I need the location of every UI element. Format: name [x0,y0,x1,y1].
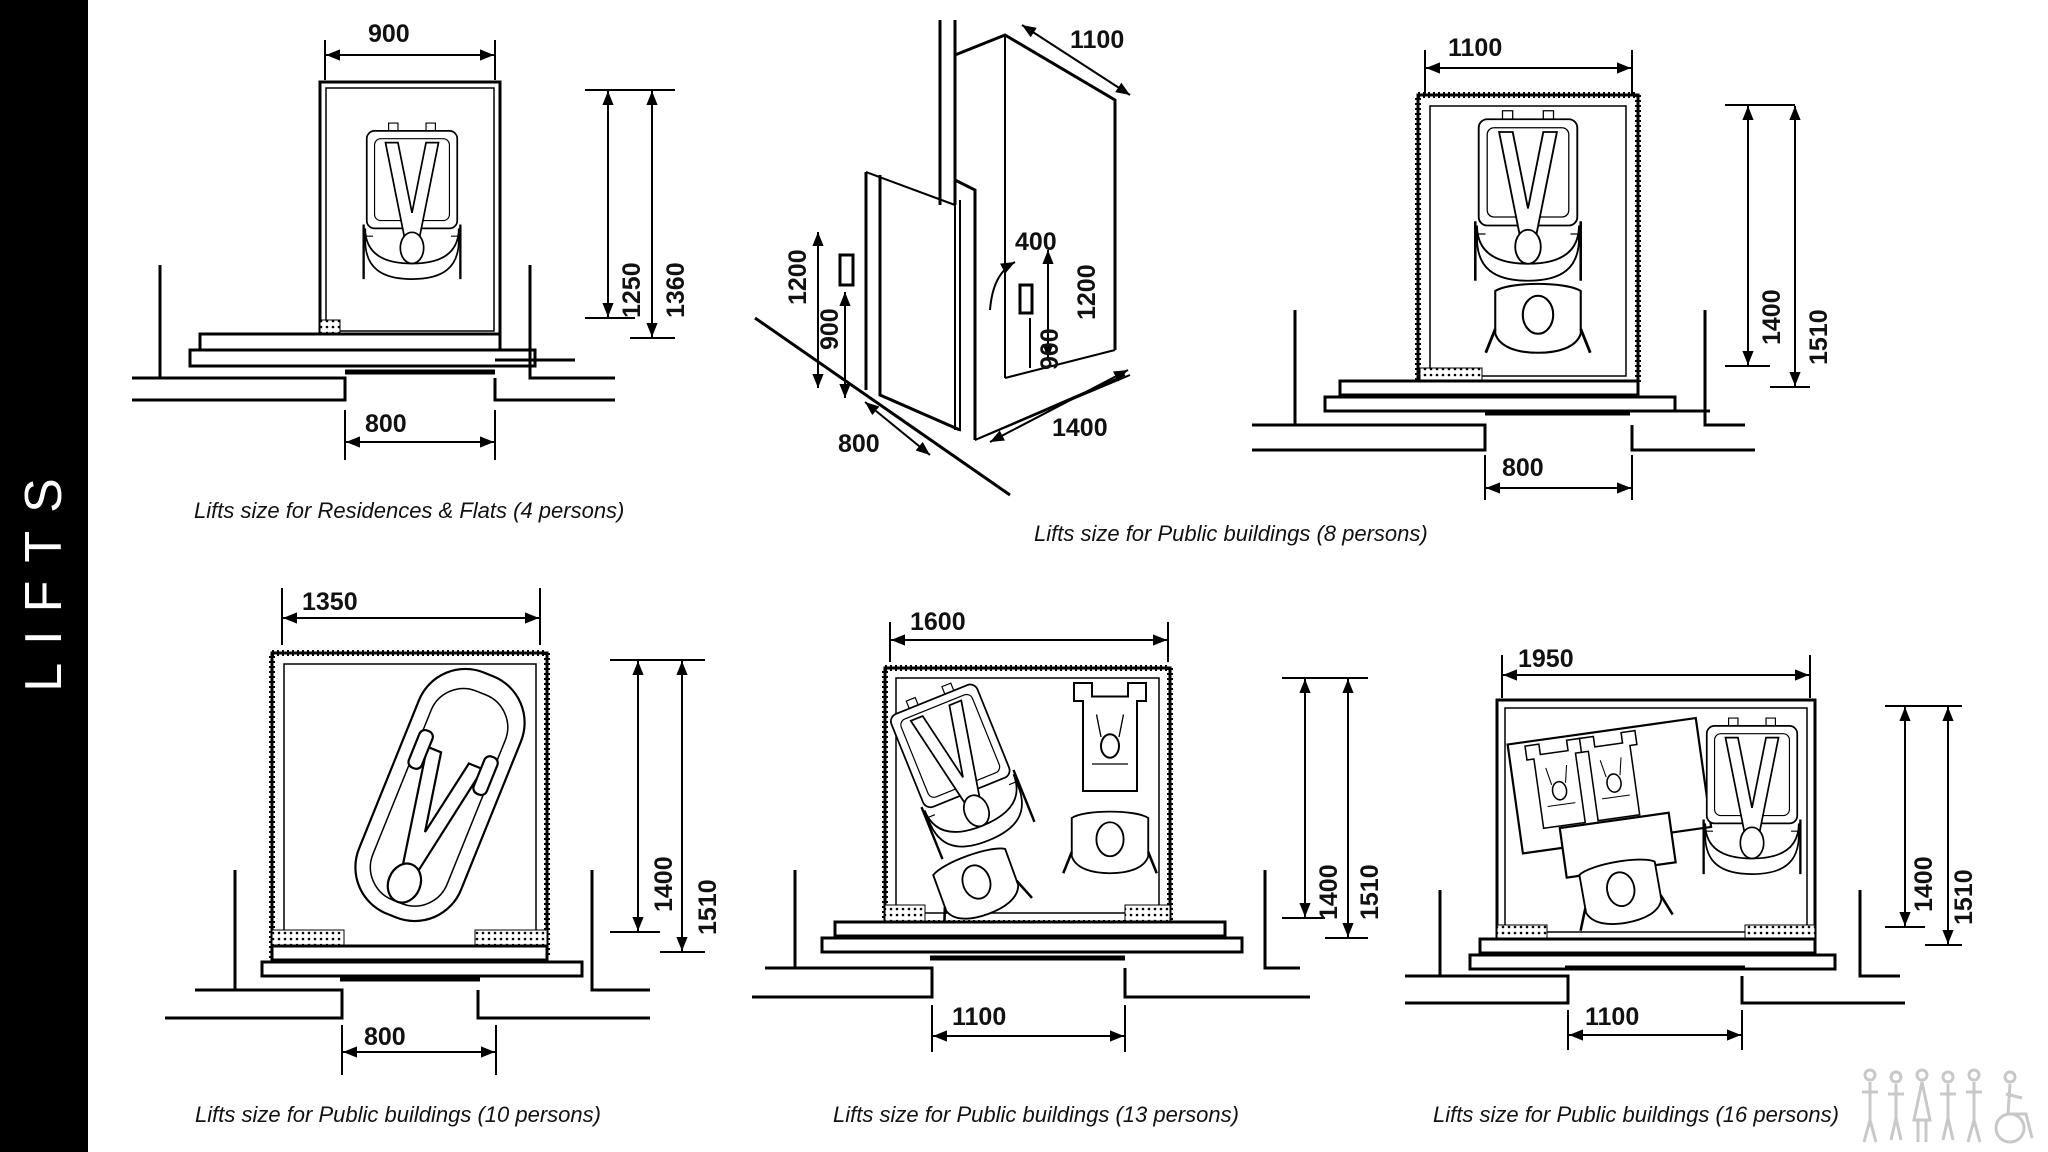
dim-pub8-door: 800 [1502,454,1544,482]
dim-pub13-width: 1600 [910,608,966,636]
plan-public-10: 1350 800 1400 1510 Lifts size for Public… [165,588,722,1127]
dim-iso-depth: 1400 [1052,414,1108,442]
dim-pub16-inner-depth: 1400 [1910,856,1938,912]
dim-pub13-inner-depth: 1400 [1315,864,1343,920]
dim-pub10-width: 1350 [302,588,358,616]
dim-iso-1200-right: 1200 [1073,264,1101,320]
caption-res4: Lifts size for Residences & Flats (4 per… [194,498,624,523]
dim-res4-width: 900 [368,20,410,48]
sidebar: LIFTS [0,0,88,1152]
wheelchair-user-icon [1474,109,1582,283]
dim-pub8-width: 1100 [1448,34,1502,62]
dim-iso-door: 800 [838,430,880,458]
dim-iso-1200-left: 1200 [784,249,812,305]
dim-pub10-inner-depth: 1400 [650,856,678,912]
dim-pub16-outer-depth: 1510 [1950,869,1978,925]
dim-res4-door: 800 [365,410,407,438]
stretcher-icon [354,667,526,923]
person-icon [1484,282,1592,355]
dim-pub13-door: 1100 [952,1003,1006,1031]
wheelchair-user-icon [362,121,462,281]
dim-iso-900-left: 900 [816,308,844,350]
dim-pub13-outer-depth: 1510 [1356,864,1384,920]
iso-lift-8: 1100 1400 800 400 1200 900 1200 900 [754,20,1131,497]
plan-residences-4: 900 800 1250 1360 Lifts size for Residen… [132,20,690,523]
caption-pub8: Lifts size for Public buildings (8 perso… [1034,521,1428,546]
caption-pub13: Lifts size for Public buildings (13 pers… [833,1102,1239,1127]
dim-iso-900-right: 900 [1036,328,1064,370]
stroller-icon [1073,682,1147,792]
dim-pub8-outer-depth: 1510 [1805,309,1833,365]
caption-pub16: Lifts size for Public buildings (16 pers… [1433,1102,1839,1127]
dim-pub10-outer-depth: 1510 [694,879,722,935]
plan-public-13: 1600 1100 1400 1510 Lifts size for Publi… [752,608,1384,1127]
wheelchair-user-icon [1702,716,1802,876]
dim-pub16-door: 1100 [1585,1003,1639,1031]
person-icon [1061,810,1159,875]
dim-iso-handrail: 400 [1015,228,1057,256]
dim-res4-inner-depth: 1250 [618,262,646,318]
dim-pub8-inner-depth: 1400 [1758,289,1786,345]
dim-iso-width: 1100 [1070,26,1124,54]
dim-res4-outer-depth: 1360 [662,262,690,318]
caption-pub10: Lifts size for Public buildings (10 pers… [195,1102,601,1127]
dim-pub10-door: 800 [364,1023,406,1051]
dim-pub16-width: 1950 [1518,645,1574,673]
plan-public-16: 1950 1100 1400 1510 Lifts size for Publi… [1405,645,1978,1127]
accessibility-logo-icon [1862,1068,2034,1144]
plan-public-8: 1100 800 1400 1510 Lifts size for Public… [1034,34,1833,546]
